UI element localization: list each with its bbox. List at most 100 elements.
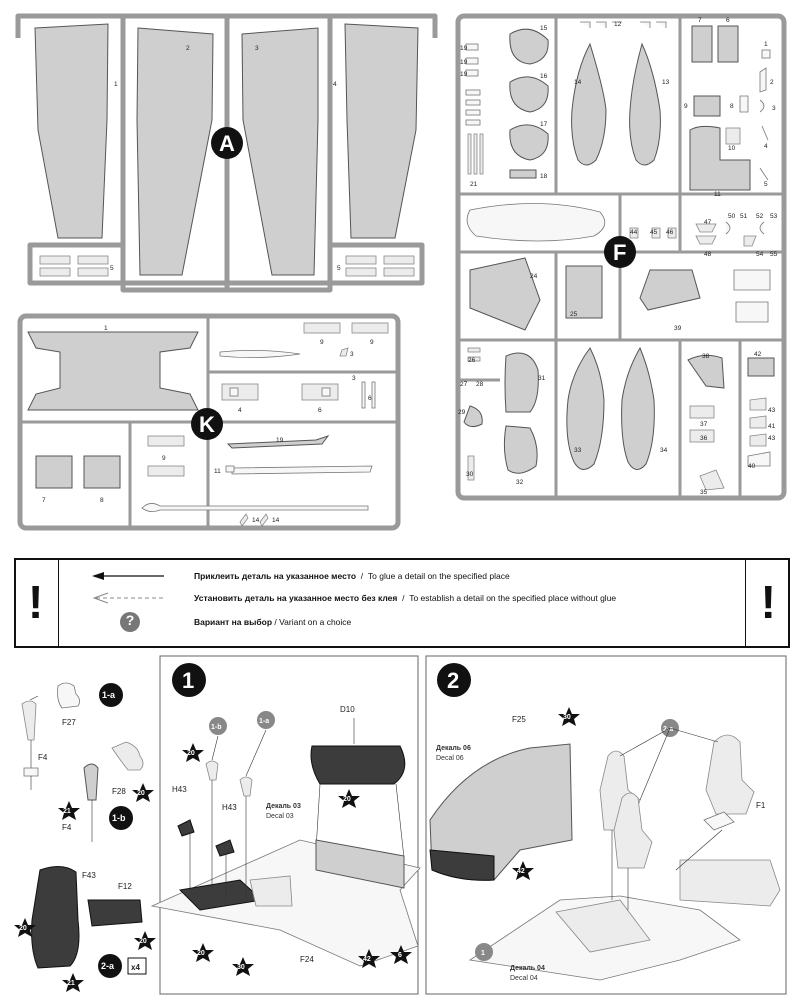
svg-text:39: 39	[674, 325, 682, 332]
legend-box: ! ! ? Приклеить деталь на указанное мест…	[14, 558, 790, 648]
svg-text:24: 24	[530, 273, 538, 280]
part-A4	[344, 23, 419, 239]
svg-text:37: 37	[700, 421, 708, 428]
svg-text:3: 3	[772, 105, 776, 112]
svg-text:H43: H43	[172, 785, 187, 794]
svg-text:2-a: 2-a	[663, 726, 673, 733]
svg-text:53: 53	[770, 213, 778, 220]
step-2-number: 2	[447, 668, 459, 693]
color-star-s1-30: 30	[232, 957, 254, 976]
svg-text:20: 20	[187, 750, 195, 757]
svg-text:1: 1	[764, 41, 768, 48]
svg-text:20: 20	[343, 796, 351, 803]
svg-text:Декаль 06: Декаль 06	[436, 745, 471, 752]
svg-text:44: 44	[630, 229, 638, 236]
legend-glue-text: Приклеить деталь на указанное место / To…	[194, 571, 510, 581]
svg-text:1-a: 1-a	[259, 718, 269, 725]
svg-text:45: 45	[650, 229, 658, 236]
color-star-s1-20c: 20	[192, 943, 214, 962]
sub-assemblies: 1-a F27 F4 1-b F28 F4 F43 F12 2-a x4 20 …	[14, 682, 156, 992]
svg-text:3: 3	[352, 375, 356, 382]
color-star-s1-42: 42	[358, 949, 380, 968]
legend-exclamation-left: !	[28, 576, 44, 628]
svg-text:Decal 04: Decal 04	[510, 975, 538, 982]
svg-text:2: 2	[186, 45, 190, 52]
svg-text:14: 14	[252, 517, 260, 524]
part-A3	[241, 27, 319, 276]
assembly-diagrams: 1-a F27 F4 1-b F28 F4 F43 F12 2-a x4 20 …	[14, 655, 787, 995]
svg-text:8: 8	[100, 497, 104, 504]
color-star-21a: 21	[58, 801, 80, 820]
svg-text:F27: F27	[62, 718, 76, 727]
svg-text:4: 4	[238, 407, 242, 414]
svg-text:H43: H43	[222, 803, 237, 812]
svg-text:F1: F1	[756, 801, 766, 810]
svg-text:11: 11	[214, 468, 221, 475]
svg-text:26: 26	[468, 357, 476, 364]
svg-text:F43: F43	[82, 871, 96, 880]
svg-text:6: 6	[318, 407, 322, 414]
part-K1	[27, 331, 199, 411]
svg-text:20: 20	[197, 950, 205, 957]
svg-text:34: 34	[660, 447, 668, 454]
legend-noglue-text: Установить деталь на указанное место без…	[194, 593, 617, 603]
svg-text:47: 47	[704, 219, 712, 226]
svg-text:13: 13	[662, 79, 670, 86]
sprue-letter-K: K	[199, 412, 215, 437]
svg-text:19: 19	[460, 59, 468, 66]
part-A2	[136, 27, 214, 276]
sprue-letter-A: A	[219, 131, 235, 156]
svg-text:30: 30	[237, 964, 245, 971]
svg-text:F4: F4	[38, 753, 48, 762]
color-star-20a: 20	[132, 783, 154, 802]
svg-text:9: 9	[162, 455, 166, 462]
svg-text:43: 43	[768, 407, 776, 414]
svg-text:55: 55	[770, 251, 778, 258]
step-1-number: 1	[182, 668, 194, 693]
svg-text:41: 41	[768, 423, 776, 430]
svg-text:1: 1	[114, 81, 118, 88]
svg-text:17: 17	[540, 121, 548, 128]
svg-text:54: 54	[756, 251, 764, 258]
svg-text:D10: D10	[340, 705, 355, 714]
svg-text:7: 7	[42, 497, 46, 504]
svg-text:4: 4	[333, 81, 337, 88]
svg-text:48: 48	[704, 251, 712, 258]
svg-text:28: 28	[476, 381, 484, 388]
part-K8	[83, 455, 121, 489]
svg-text:6: 6	[368, 395, 372, 402]
svg-text:30: 30	[466, 471, 474, 478]
svg-text:Decal 03: Decal 03	[266, 813, 294, 820]
choice-question-icon	[120, 612, 140, 632]
svg-text:31: 31	[538, 375, 546, 382]
legend-choice-text: Вариант на выбор / Variant on a choice	[194, 617, 352, 627]
svg-text:9: 9	[370, 339, 374, 346]
svg-text:9: 9	[320, 339, 324, 346]
legend-exclamation-right: !	[760, 576, 776, 628]
svg-text:19: 19	[460, 71, 468, 78]
svg-text:1-b: 1-b	[211, 724, 222, 731]
svg-text:25: 25	[570, 311, 578, 318]
svg-text:10: 10	[728, 145, 736, 152]
svg-text:4: 4	[764, 143, 768, 150]
svg-text:50: 50	[728, 213, 736, 220]
svg-text:5: 5	[110, 265, 114, 272]
step-1: 1 D10 1-b 1-a H43 H43 Декаль 03 Decal 03…	[150, 655, 421, 995]
color-star-s1-20a: 20	[182, 743, 204, 762]
svg-text:43: 43	[768, 435, 776, 442]
svg-text:42: 42	[517, 868, 525, 875]
svg-text:F4: F4	[62, 823, 72, 832]
svg-text:1: 1	[481, 950, 485, 957]
svg-text:F28: F28	[112, 787, 126, 796]
color-star-s2-42: 42	[512, 861, 534, 880]
svg-text:21: 21	[470, 181, 478, 188]
svg-text:21: 21	[63, 808, 71, 815]
svg-text:20: 20	[19, 925, 27, 932]
svg-text:F25: F25	[512, 715, 526, 724]
svg-text:F12: F12	[118, 882, 132, 891]
svg-text:27: 27	[460, 381, 468, 388]
svg-text:F24: F24	[300, 955, 314, 964]
part-A1	[34, 23, 109, 239]
svg-text:Декаль 03: Декаль 03	[266, 803, 301, 810]
sprue-diagrams: 1 2 3 4 5 5 A 1 9 9	[15, 13, 787, 531]
